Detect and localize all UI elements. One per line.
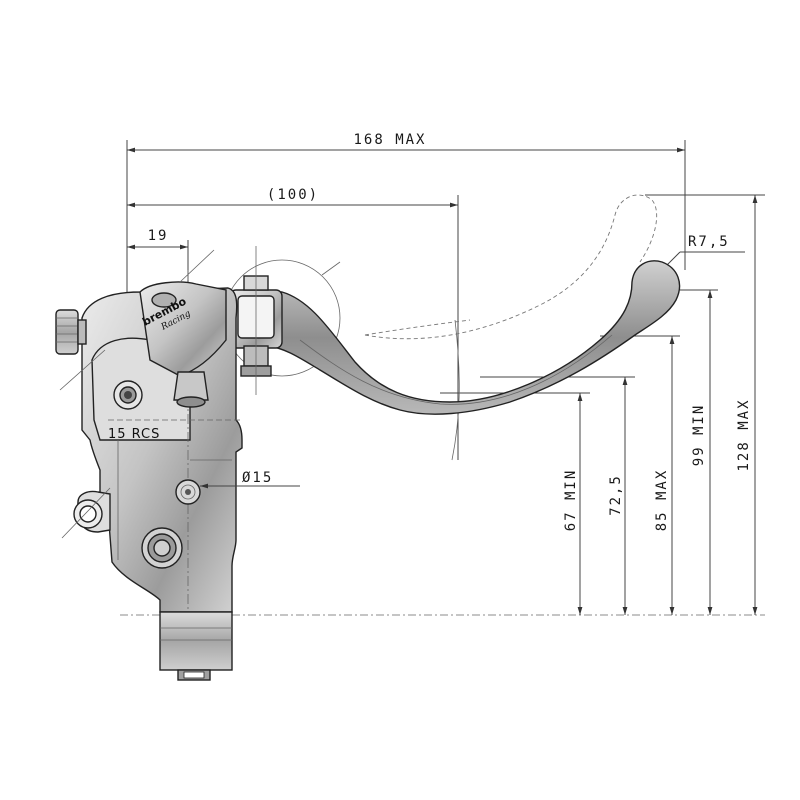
cylinder-outlet — [159, 611, 233, 681]
body-label: 15 RCS — [108, 427, 160, 442]
dim-label-128: 128 MAX — [736, 398, 752, 471]
dim-label-99: 99 MIN — [691, 404, 707, 467]
dim-label-19: 19 — [148, 228, 169, 244]
dim-height-99: 99 MIN — [680, 289, 718, 615]
dim-label-67: 67 MIN — [563, 469, 579, 532]
dim-height-72: 72,5 — [480, 376, 635, 615]
mirror-mount — [61, 487, 111, 539]
dim-label-72: 72,5 — [608, 474, 624, 516]
dim-label-85: 85 MAX — [654, 469, 670, 532]
brake-lever — [221, 260, 681, 415]
dim-bore: Ø15 — [200, 470, 300, 489]
lever-housing-top — [139, 281, 227, 408]
lever-alternate-position — [364, 194, 658, 340]
adjuster-knob — [55, 309, 87, 355]
brand-emblem-icon — [175, 479, 201, 505]
dim-label-168: 168 MAX — [353, 132, 426, 148]
dim-height-67: 67 MIN — [440, 392, 590, 615]
dim-height-128: 128 MAX — [645, 194, 765, 615]
mount-screw-upper — [113, 380, 143, 410]
dim-label-r75: R7,5 — [688, 234, 730, 250]
lever-pivot — [229, 246, 283, 395]
dim-label-bore: Ø15 — [242, 470, 273, 486]
dim-label-100: (100) — [267, 187, 319, 203]
dim-tip-radius: R7,5 — [659, 234, 745, 273]
banjo-fitting — [141, 527, 183, 569]
